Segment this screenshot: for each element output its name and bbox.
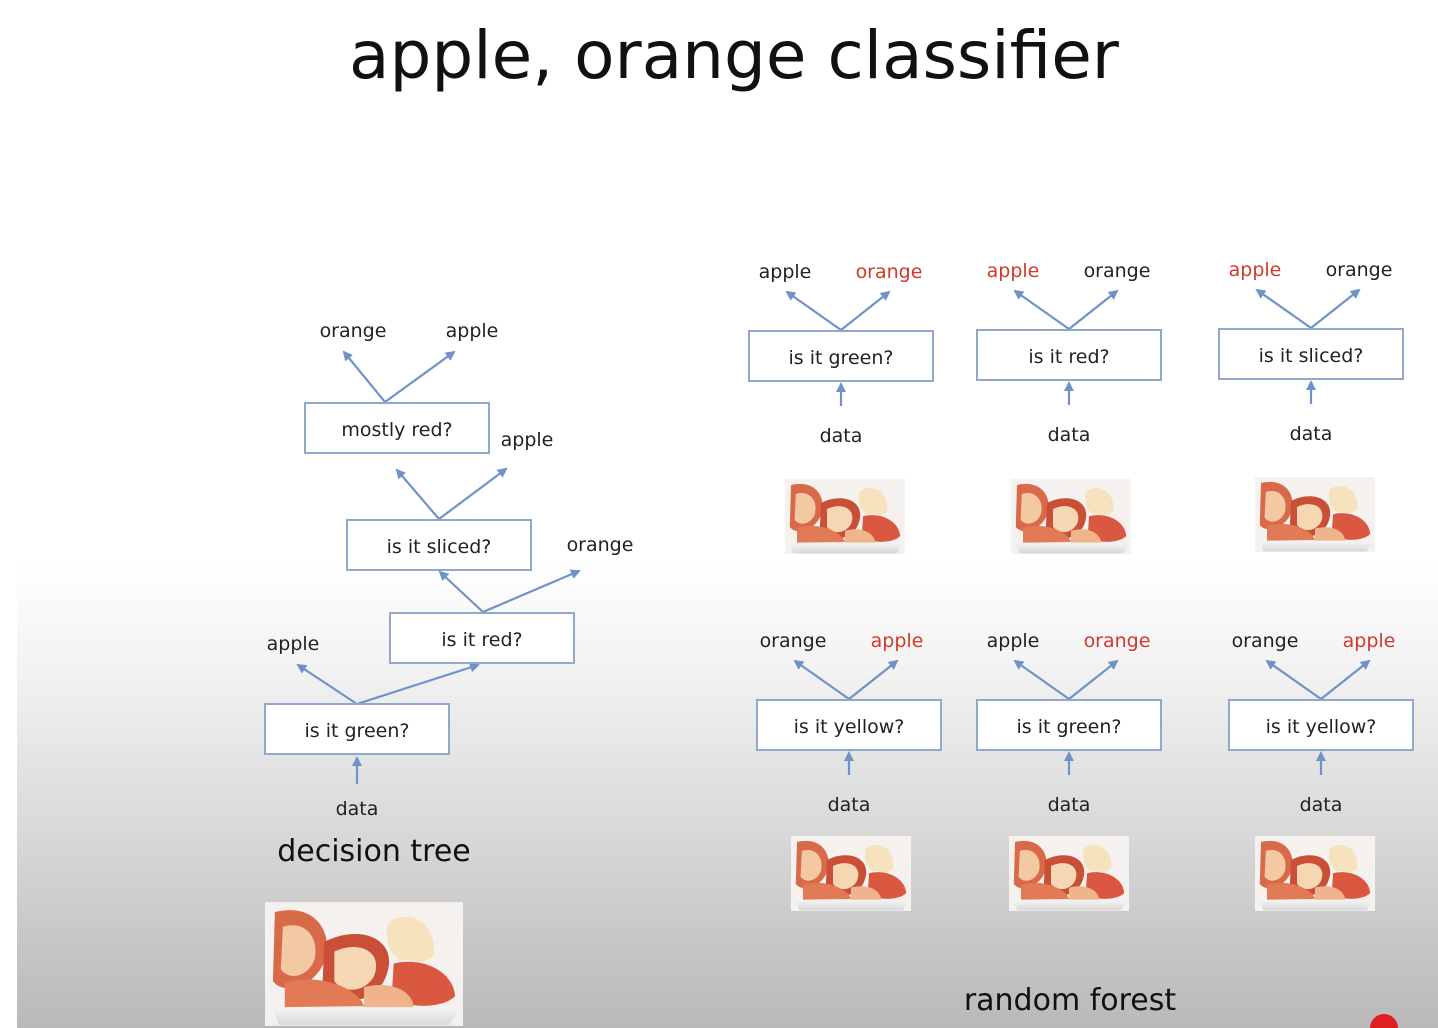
edge-sliced-to-mostly-red (397, 470, 439, 519)
forest-tree: is it sliced? apple orange data (1219, 259, 1403, 552)
data-label: data (1300, 794, 1343, 816)
apple-slices-image (791, 836, 911, 911)
forest-tree: is it green? apple orange data (749, 261, 933, 554)
node-label: is it sliced? (1259, 345, 1364, 367)
edge (795, 661, 849, 699)
forest-tree: is it yellow? orange apple data (1229, 630, 1413, 911)
tree-node-mostly-red: mostly red? (305, 403, 489, 453)
edge (1267, 661, 1321, 699)
leaf-label-right: orange (856, 261, 923, 283)
apple-slices-image (1009, 836, 1129, 911)
edge (787, 292, 841, 330)
leaf-label-left: orange (1232, 630, 1299, 652)
edge-sliced-to-apple (439, 469, 506, 519)
node-label: is it red? (441, 629, 522, 651)
leaf-label: apple (501, 429, 554, 451)
edge (1015, 661, 1069, 699)
apple-slices-image (1255, 477, 1375, 552)
edge (1311, 290, 1359, 328)
leaf-label-left: apple (1229, 259, 1282, 281)
node-label: is it green? (789, 347, 894, 369)
leaf-label-left: apple (987, 260, 1040, 282)
record-indicator-icon (1370, 1014, 1398, 1028)
edge-red-to-orange (483, 571, 579, 612)
edge-green-to-red (357, 665, 478, 704)
leaf-label-right: orange (1084, 630, 1151, 652)
forest-tree: is it red? apple orange data (977, 260, 1161, 554)
data-label: data (336, 798, 379, 820)
data-label: data (1290, 423, 1333, 445)
data-label: data (820, 425, 863, 447)
apple-slices-image (1011, 479, 1131, 554)
leaf-label: orange (567, 534, 634, 556)
apple-slices-image (1255, 836, 1375, 911)
tree-node-is-it-green: is it green? (265, 704, 449, 754)
node-label: mostly red? (341, 419, 452, 441)
edge (1069, 661, 1117, 699)
edge (849, 661, 897, 699)
forest-tree: is it yellow? orange apple data (757, 630, 941, 911)
random-forest-caption: random forest (964, 983, 1177, 1018)
edge (1257, 290, 1311, 328)
node-label: is it green? (305, 720, 410, 742)
leaf-label-left: apple (759, 261, 812, 283)
edge-green-to-apple (298, 665, 357, 704)
leaf-label-right: orange (1084, 260, 1151, 282)
node-label: is it green? (1017, 716, 1122, 738)
edge-red-to-sliced (440, 572, 483, 612)
leaf-label-left: orange (760, 630, 827, 652)
apple-slices-image (265, 902, 463, 1026)
data-label: data (828, 794, 871, 816)
edge-mostly-red-to-apple (385, 352, 454, 402)
decision-tree: is it green? is it red? is it sliced? mo… (265, 320, 633, 1026)
leaf-label-right: orange (1326, 259, 1393, 281)
decision-tree-caption: decision tree (277, 834, 471, 869)
slide-title: apple, orange classifier (349, 17, 1120, 94)
leaf-label-right: apple (871, 630, 924, 652)
leaf-label: orange (320, 320, 387, 342)
tree-node-is-it-sliced: is it sliced? (347, 520, 531, 570)
edge (1069, 291, 1117, 329)
random-forest: is it green? apple orange data is it red? app… (749, 259, 1413, 911)
edge (1321, 661, 1369, 699)
forest-tree: is it green? apple orange data (977, 630, 1161, 911)
node-label: is it sliced? (387, 536, 492, 558)
node-label: is it red? (1028, 346, 1109, 368)
leaf-label: apple (446, 320, 499, 342)
edge (841, 292, 889, 330)
leaf-label-right: apple (1343, 630, 1396, 652)
apple-slices-image (785, 479, 905, 554)
edge-mostly-red-to-orange (344, 352, 385, 402)
edge (1015, 291, 1069, 329)
data-label: data (1048, 424, 1091, 446)
data-label: data (1048, 794, 1091, 816)
leaf-label-left: apple (987, 630, 1040, 652)
node-label: is it yellow? (1266, 716, 1377, 738)
tree-node-is-it-red: is it red? (390, 613, 574, 663)
node-label: is it yellow? (794, 716, 905, 738)
leaf-label: apple (267, 633, 320, 655)
